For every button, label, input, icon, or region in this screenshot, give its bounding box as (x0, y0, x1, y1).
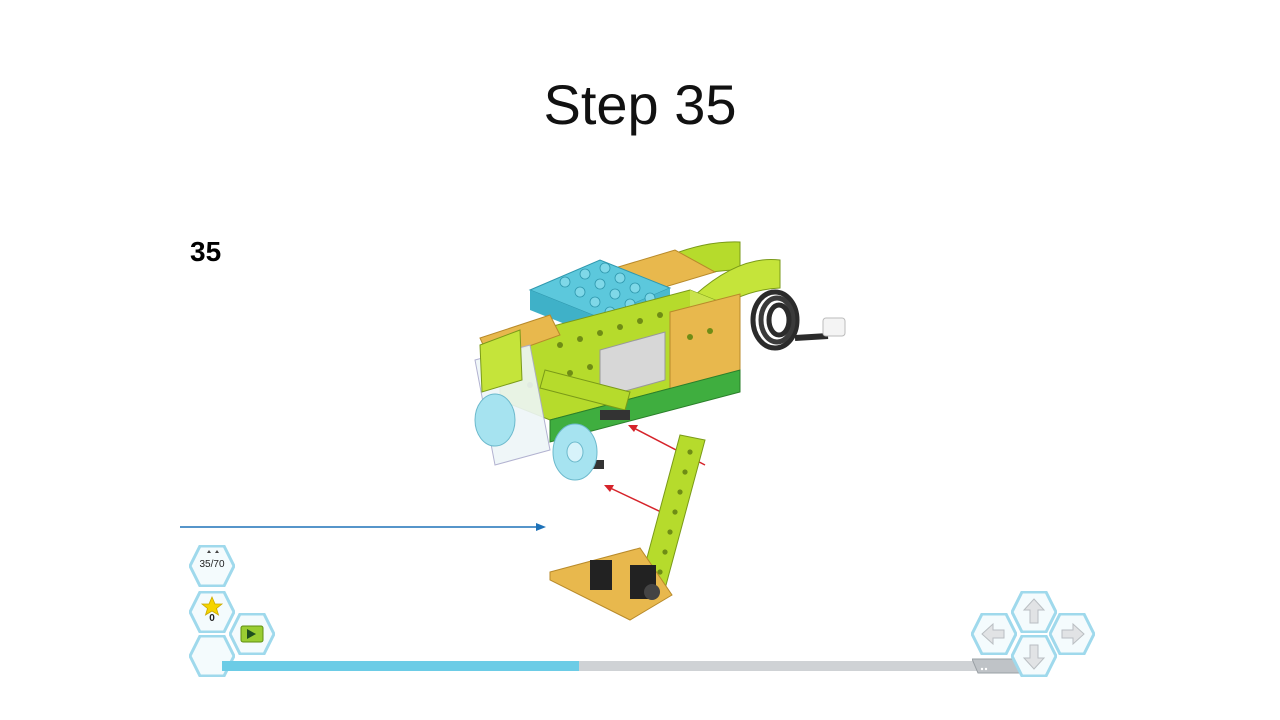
play-button[interactable] (229, 613, 275, 655)
play-icon (240, 625, 264, 643)
model-illustration (474, 241, 846, 621)
arrow-left-icon (981, 622, 1005, 646)
arrow-down-icon (1022, 644, 1046, 670)
arrow-up-icon (1022, 598, 1046, 624)
cable-icon (750, 289, 846, 351)
stars-hex[interactable] (189, 591, 235, 633)
step-counter-label: 35/70 (199, 559, 225, 570)
step-counter-icon (207, 550, 219, 553)
arrow-right-icon (1061, 622, 1085, 646)
progress-fill (222, 661, 580, 671)
slide-title: Step 35 (543, 73, 737, 136)
stars-count: 0 (209, 613, 215, 624)
step-number: 35 (190, 236, 222, 267)
nav-down-button[interactable] (1011, 635, 1057, 677)
nav-up-button[interactable] (1011, 591, 1057, 633)
step-counter-hex[interactable] (189, 545, 235, 587)
progress-bar[interactable] (222, 661, 982, 671)
nav-left-button[interactable] (971, 613, 1017, 655)
pointer-arrow-icon (180, 523, 546, 531)
star-icon (200, 595, 224, 616)
nav-right-button[interactable] (1049, 613, 1095, 655)
